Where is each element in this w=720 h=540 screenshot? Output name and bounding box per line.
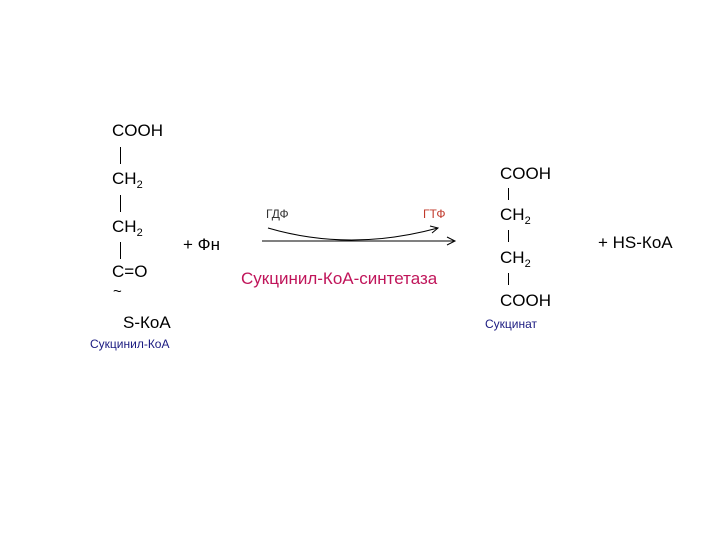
right-ch2-2-label: CH [500, 248, 525, 267]
right-ch2-1-label: CH [500, 205, 525, 224]
left-cooh: COOH [112, 121, 163, 140]
left-ch2-2-label: CH [112, 217, 137, 236]
right-ch2-1-sub: 2 [524, 215, 531, 227]
right-bond-1 [508, 188, 509, 200]
right-compound-name: Сукцинат [485, 317, 538, 331]
right-ch2-2: CH2 [500, 248, 531, 270]
cofactor-curve [267, 227, 439, 241]
right-bond-2 [508, 230, 509, 242]
right-ch2-2-sub: 2 [524, 258, 531, 270]
enzyme-label: Сукцинил-КоА-синтетаза [241, 269, 438, 288]
left-ch2-1: CH2 [112, 169, 143, 191]
left-co: C=O [112, 262, 148, 281]
left-bond-3 [120, 242, 121, 259]
gtf-label: ГТФ [423, 207, 446, 221]
plus-hskoa: + HS-КоА [598, 233, 673, 252]
right-ch2-1: CH2 [500, 205, 531, 227]
left-ch2-2: CH2 [112, 217, 143, 239]
right-bond-3 [508, 273, 509, 285]
cofactor-arrowhead [429, 225, 440, 234]
left-skoa: S-КоА [123, 313, 171, 332]
plus-fn: + Фн [183, 235, 220, 254]
gdf-label: ГДФ [266, 207, 289, 221]
left-ch2-1-sub: 2 [136, 179, 143, 191]
left-ch2-1-label: CH [112, 169, 137, 188]
left-ch2-2-sub: 2 [136, 227, 143, 239]
left-compound-name: Сукцинил-КоА [90, 337, 170, 351]
right-cooh-bottom: COOH [500, 291, 551, 310]
left-bond-2 [120, 195, 121, 212]
right-cooh-top: COOH [500, 164, 551, 183]
thioester-tilde: ~ [113, 283, 122, 300]
left-bond-1 [120, 147, 121, 164]
arrow-head [446, 236, 457, 246]
